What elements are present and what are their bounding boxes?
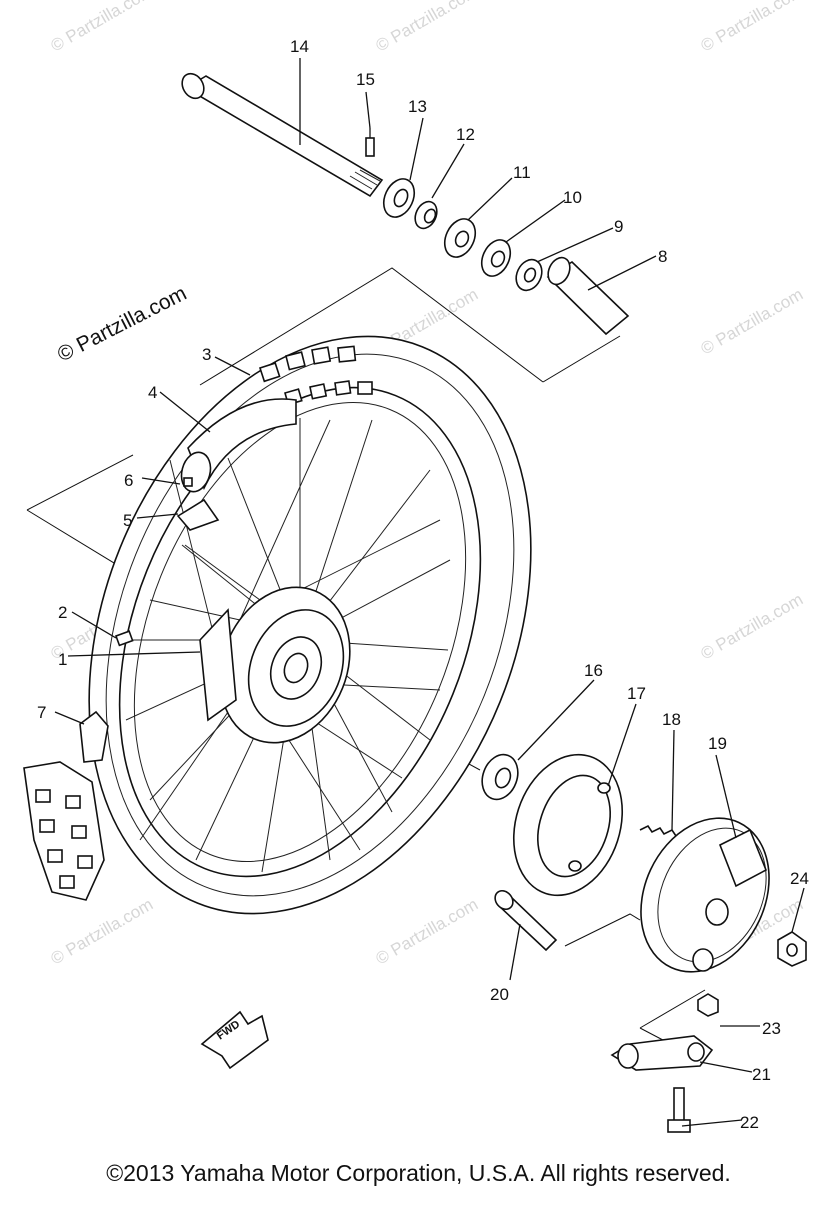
bearing (443, 218, 477, 258)
watermark: © Partzilla.com (48, 0, 157, 55)
spacer (546, 256, 630, 336)
hub (199, 586, 351, 744)
forward-arrow: FWD (200, 1010, 269, 1070)
callout-15: 15 (356, 70, 375, 89)
watermark-prominent: © Partzilla.com (54, 282, 191, 367)
callout-7: 7 (37, 703, 46, 722)
lock-nut (697, 993, 719, 1017)
copyright-notice: ©2013 Yamaha Motor Corporation, U.S.A. A… (106, 1160, 731, 1186)
tube-valve (176, 477, 220, 531)
callout-8: 8 (658, 247, 667, 266)
callout-12: 12 (456, 125, 475, 144)
callout-20: 20 (490, 985, 509, 1004)
callout-16: 16 (584, 661, 603, 680)
callout-14: 14 (290, 37, 309, 56)
spoke-nipple (114, 630, 134, 647)
collar (414, 200, 438, 230)
oil-seal (382, 178, 416, 218)
watermark: © Partzilla.com (698, 285, 807, 359)
axle (181, 72, 384, 198)
callout-18: 18 (662, 710, 681, 729)
watermark: © Partzilla.com (48, 895, 157, 969)
callout-17: 17 (627, 684, 646, 703)
callout-13: 13 (408, 97, 427, 116)
bearing (481, 753, 519, 801)
callout-5: 5 (123, 511, 132, 530)
bearing (480, 239, 512, 277)
tread-bottom (23, 761, 105, 901)
callout-22: 22 (740, 1113, 759, 1132)
return-spring (639, 824, 677, 837)
callout-6: 6 (124, 471, 133, 490)
axle-nut (777, 931, 807, 967)
callout-11: 11 (513, 163, 531, 182)
brake-assembly (481, 753, 807, 1133)
callout-3: 3 (202, 345, 211, 364)
wheel (23, 335, 532, 915)
tread-top (258, 345, 373, 406)
callout-23: 23 (762, 1019, 781, 1038)
axle-assembly (181, 72, 630, 336)
tire-protector (79, 710, 109, 763)
camshaft-lever (610, 1035, 714, 1071)
watermark: © Partzilla.com (698, 590, 807, 664)
callout-21: 21 (752, 1065, 771, 1084)
brake-camshaft (494, 889, 558, 952)
lever-bolt (667, 1087, 691, 1133)
callout-9: 9 (614, 217, 623, 236)
callout-19: 19 (708, 734, 727, 753)
brake-shoe (512, 753, 624, 897)
leader-lines (54, 58, 805, 1127)
callout-10: 10 (563, 188, 582, 207)
callout-4: 4 (148, 383, 157, 402)
callout-24: 24 (790, 869, 809, 888)
oil-seal (515, 258, 543, 292)
watermark: © Partzilla.com (373, 0, 482, 55)
callout-2: 2 (58, 603, 67, 622)
brake-shoe-plate (640, 817, 770, 973)
callouts: 1 2 3 4 5 6 7 8 9 10 11 12 13 14 15 16 1… (37, 37, 809, 1132)
callout-1: 1 (58, 650, 67, 669)
bolt (365, 128, 375, 157)
watermark: © Partzilla.com (373, 895, 482, 969)
watermark: © Partzilla.com (698, 0, 807, 55)
